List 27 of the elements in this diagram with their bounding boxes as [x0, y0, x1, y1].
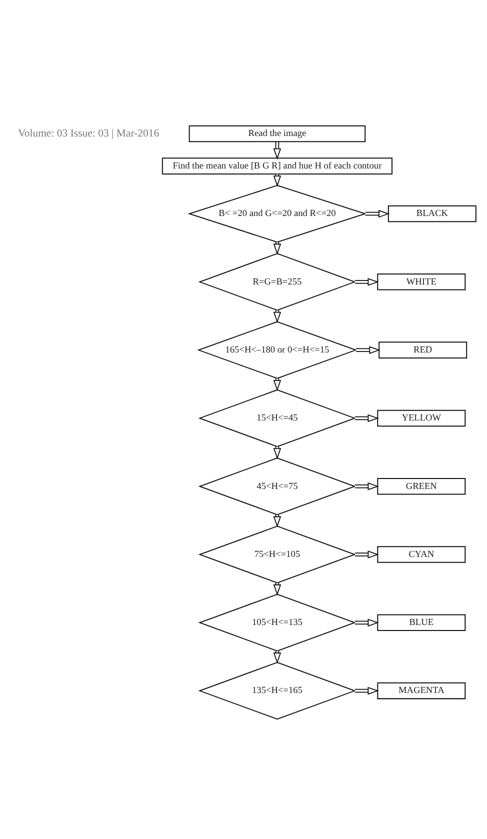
node-box: CYAN [377, 546, 466, 562]
arrow [354, 278, 379, 286]
node-box: Read the image [188, 124, 366, 142]
node-diamond: 135<H<=165 [198, 661, 356, 720]
node-box: WHITE [377, 273, 466, 290]
node-box: BLACK [388, 204, 476, 222]
node-diamond: 75<H<=105 [198, 525, 356, 583]
arrow [354, 482, 379, 490]
label: Volume: 03 Issue: 03 | Mar-2016 [18, 126, 160, 139]
node-diamond: 105<H<=135 [198, 593, 356, 652]
node-diamond: B< =20 and G<=20 and R<=20 [188, 184, 367, 242]
node-box: YELLOW [377, 409, 466, 426]
node-diamond: R=G=B=255 [198, 252, 356, 310]
node-box: RED [378, 341, 468, 358]
arrow [354, 414, 379, 422]
node-box: Find the mean value [B G R] and hue H of each contour [162, 157, 392, 174]
arrow [364, 209, 390, 218]
node-diamond: 45<H<=75 [198, 456, 356, 515]
node-diamond: 15<H<=45 [198, 388, 356, 447]
node-box: GREEN [377, 477, 466, 494]
arrow [354, 618, 379, 626]
arrow [356, 346, 380, 354]
arrow [354, 686, 379, 694]
node-diamond: 165<H<–180 or 0<=H<=15 [197, 320, 358, 378]
node-box: MAGENTA [377, 682, 466, 699]
node-box: BLUE [377, 614, 466, 631]
arrow [354, 550, 379, 558]
